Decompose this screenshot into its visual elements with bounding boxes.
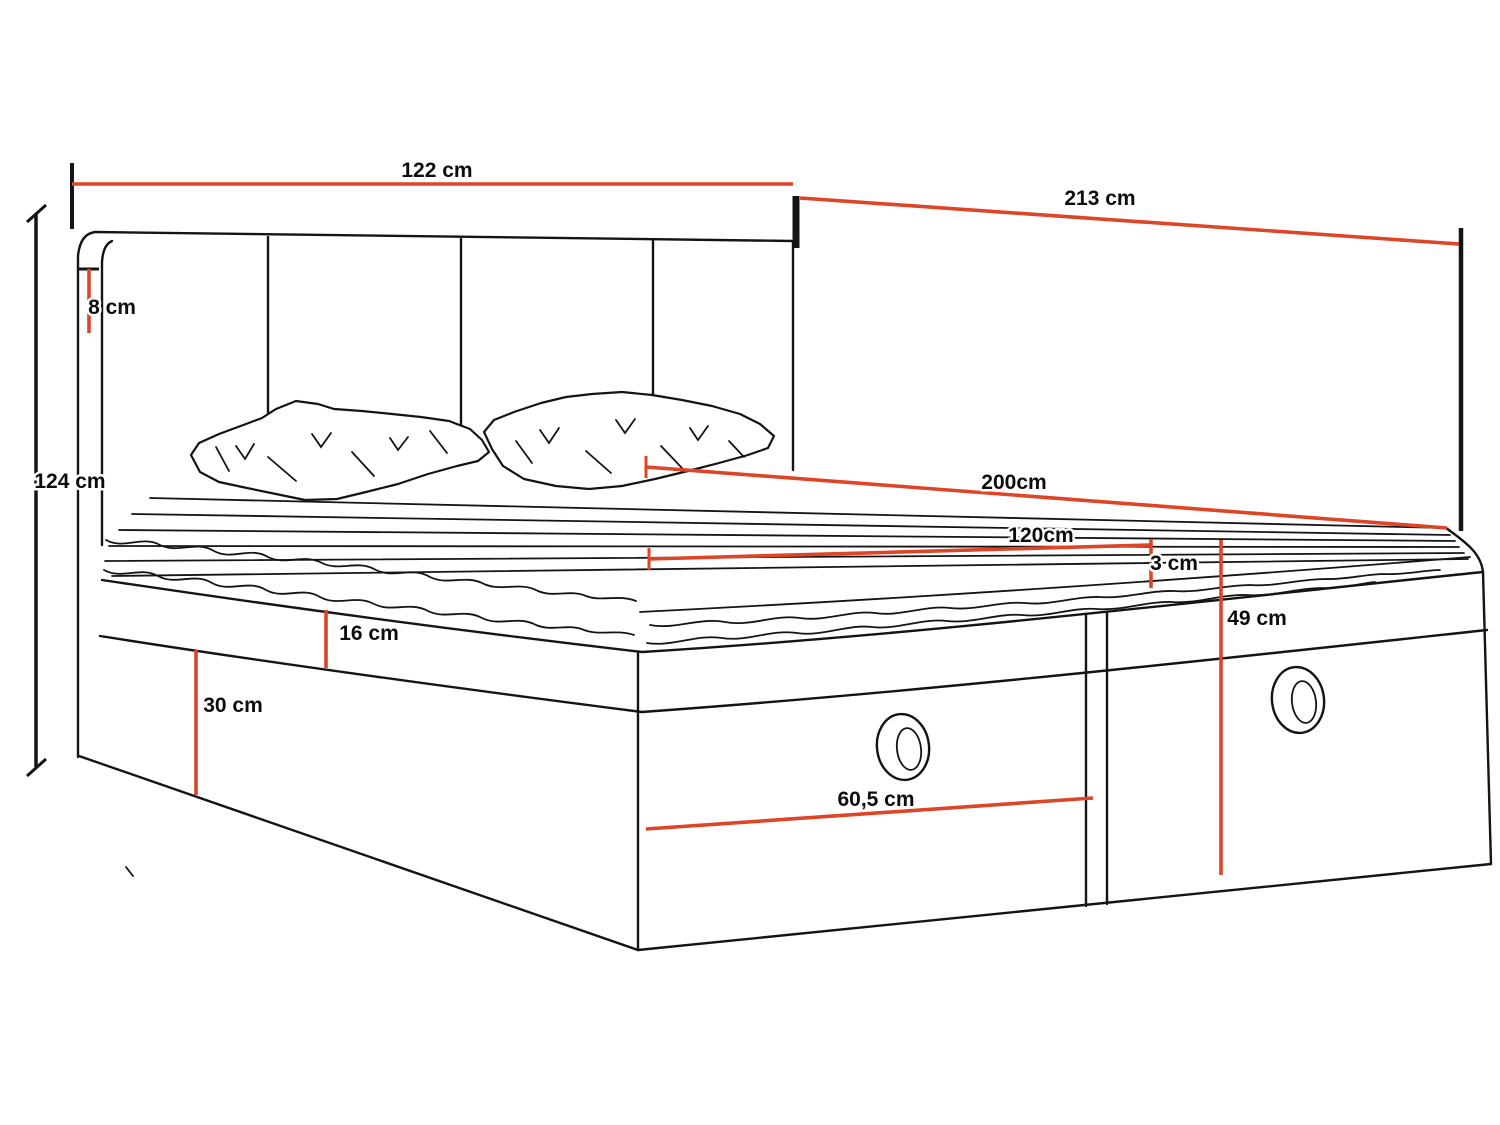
mattress <box>100 497 1485 654</box>
headboard-top-edge <box>93 230 795 243</box>
pillow-crease <box>539 427 560 445</box>
pillow-crease <box>515 440 533 464</box>
mattress-slat-line <box>131 513 1451 536</box>
dim-overall-length: 213 cm <box>799 185 1464 531</box>
dim-side-height: 49 cm <box>1219 540 1289 875</box>
base-rim-bottom-right <box>640 628 1489 714</box>
drawer-handle-left <box>875 712 931 782</box>
pillow-crease <box>351 451 375 477</box>
mattress-quilting-line <box>103 569 635 636</box>
dim-overall-width: 122 cm <box>70 157 800 248</box>
pillow-right-outline <box>482 390 776 491</box>
pillow-crease <box>389 436 409 452</box>
dim-mattress-length: 200cm <box>644 456 1448 530</box>
mattress-foot-top-edge <box>639 556 1471 613</box>
mattress-bottom-edge-left <box>100 578 644 654</box>
drawer-handle-inner-ring <box>895 727 923 771</box>
dim-side-height-label: 49 cm <box>1227 607 1287 630</box>
headboard-left-outer-edge <box>76 230 97 759</box>
dim-drawer-width-label: 60,5 cm <box>837 788 914 811</box>
pillow-crease <box>311 432 332 449</box>
bed-base <box>77 570 1493 952</box>
pillow-crease <box>235 443 255 461</box>
mattress-slat-line <box>111 558 1469 577</box>
dim-drawer-panel-label: 30 cm <box>203 694 263 717</box>
drawer-handle-outer-ring <box>1270 665 1326 735</box>
headboard <box>76 230 795 759</box>
bed-drawing <box>76 230 1493 952</box>
dim-overall-width-label: 122 cm <box>401 159 472 182</box>
pillow-crease <box>429 430 448 454</box>
drawer-handle-inner-ring <box>1290 680 1318 724</box>
dim-overall-length-label: 213 cm <box>1064 187 1135 210</box>
mattress-quilting-line <box>649 569 1441 627</box>
pillow-crease <box>615 418 636 435</box>
dim-mattress-length-label: 200cm <box>981 471 1046 494</box>
dim-overall-length-line <box>799 196 1460 246</box>
base-right-edge <box>1481 570 1493 866</box>
mattress-slat-line <box>108 545 1460 548</box>
mattress-slat-line <box>118 529 1456 542</box>
pillow-left <box>189 399 491 502</box>
dim-topper-label: 3 cm <box>1150 552 1198 575</box>
stray-mark <box>125 866 134 877</box>
dim-drawer-width-line <box>645 796 1094 831</box>
dim-mattress-width-label: 120cm <box>1008 524 1073 547</box>
mattress-right-end-cap <box>1444 526 1485 574</box>
headboard-left-inner-edge <box>100 239 114 547</box>
pillow-crease <box>728 440 745 458</box>
dim-topper: 3 cm <box>1148 539 1200 588</box>
dim-mattress-length-line <box>645 465 1448 530</box>
mattress-bottom-edge-right <box>640 570 1485 654</box>
pillow-left-outline <box>189 399 491 502</box>
dim-headboard-edge-label: 8 cm <box>88 296 136 319</box>
drawer-handle-right <box>1270 665 1326 735</box>
dimension-annotations: 122 cm 213 cm 124 cm 8 cm 200cm 120cm <box>25 157 1464 875</box>
dim-rim-label: 16 cm <box>339 622 399 645</box>
dim-overall-height-label: 124 cm <box>34 470 105 493</box>
dim-end-tick <box>25 203 48 224</box>
pillows <box>189 390 776 502</box>
pillow-crease <box>689 425 709 442</box>
pillow-crease <box>585 450 612 474</box>
mattress-slat-line <box>149 497 1447 529</box>
dim-mattress-width-line <box>648 543 1152 561</box>
mattress-quilting-line <box>105 539 637 602</box>
pillow-crease <box>660 445 683 469</box>
dim-rim: 16 cm <box>324 610 401 668</box>
dim-drawer-panel: 30 cm <box>194 650 265 795</box>
dim-mattress-width: 120cm <box>647 522 1152 570</box>
base-bottom-edge-left <box>77 754 640 952</box>
dim-overall-height: 124 cm <box>25 203 108 778</box>
dim-drawer-width: 60,5 cm <box>645 786 1094 831</box>
base-rim-bottom-left <box>98 634 644 714</box>
base-bottom-edge-right <box>636 862 1493 952</box>
pillow-crease <box>267 456 297 482</box>
dim-end-tick <box>25 757 48 778</box>
drawer-handle-outer-ring <box>875 712 931 782</box>
pillow-right <box>482 390 776 491</box>
dim-headboard-edge: 8 cm <box>79 267 138 333</box>
pillow-crease <box>215 446 230 472</box>
